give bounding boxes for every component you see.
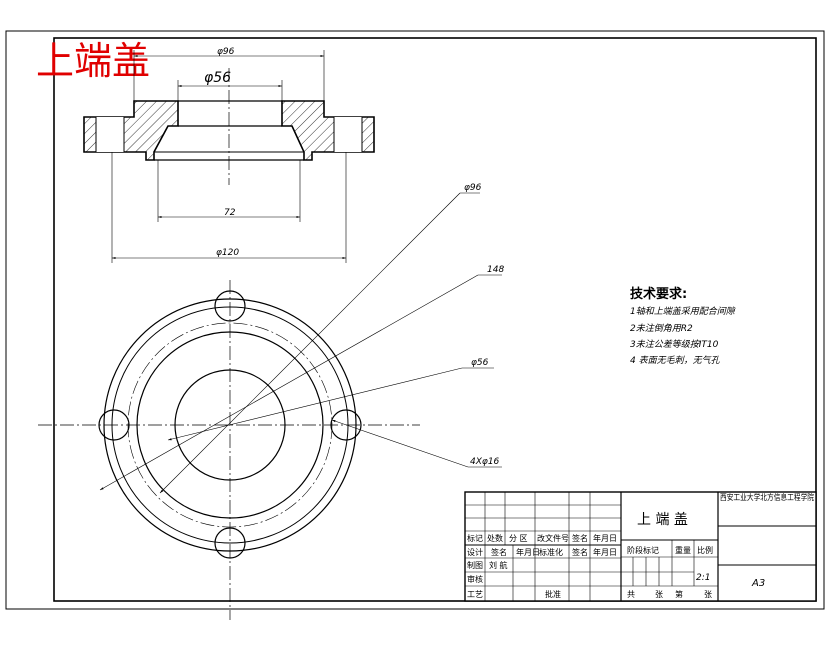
leader-phi56: φ56 xyxy=(471,358,489,368)
tb-design-header-3: 标准化 xyxy=(539,547,563,557)
tb-sheet-label-2: 张 xyxy=(655,590,663,599)
tb-change-header-3: 改文件号 xyxy=(537,533,569,543)
part-title: 上端盖 xyxy=(36,39,150,83)
tb-design-header-4: 签名 xyxy=(572,547,588,557)
tb-sheet-label-4: 张 xyxy=(704,590,712,599)
tb-approve-label: 批准 xyxy=(545,589,561,599)
leader-148: 148 xyxy=(487,265,504,275)
tb-design-header-5: 年月日 xyxy=(593,547,617,557)
tb-sheet-label-1: 共 xyxy=(627,590,635,599)
tb-row-label-1: 标记 xyxy=(467,533,483,543)
tech-item-4: 4 表面无毛刺，无气孔 xyxy=(630,355,721,366)
outer-border xyxy=(5,30,825,610)
tb-design-header-2: 年月日 xyxy=(516,547,540,557)
tb-part-name: 上 端 盖 xyxy=(637,512,688,528)
bolt-bore-right xyxy=(334,117,362,152)
plan-view: φ96 148 φ56 4Xφ16 xyxy=(38,183,504,620)
tb-row-label-4: 审核 xyxy=(467,574,483,584)
dim-phi56-top: φ56 xyxy=(204,70,231,86)
tb-organization: 西安工业大学北方信息工程学院 xyxy=(720,492,814,502)
tb-change-header-2: 分 区 xyxy=(509,534,528,543)
tb-stage-label: 阶段标记 xyxy=(627,545,659,555)
tb-scale-value: 2:1 xyxy=(696,573,710,583)
tb-row-label-3: 制图 xyxy=(467,560,483,570)
tech-heading: 技术要求: xyxy=(630,286,687,302)
tb-change-header-1: 处数 xyxy=(487,533,503,543)
leader-holes: 4Xφ16 xyxy=(470,457,500,467)
tb-row-label-2: 设计 xyxy=(467,547,483,557)
tb-change-header-5: 年月日 xyxy=(593,533,617,543)
title-block: 标记 设计 制图 审核 工艺 处数 分 区 改文件号 签名 年月日 签名 年月日… xyxy=(464,491,817,602)
leader-phi96: φ96 xyxy=(464,183,482,193)
bolt-bore-left xyxy=(96,117,124,152)
dim-phi96-top: φ96 xyxy=(217,47,235,57)
tech-item-2: 2未注倒角用R2 xyxy=(630,323,693,334)
tech-requirements: 技术要求: 1轴和上端盖采用配合间隙 2未注倒角用R2 3未注公差等级按IT10… xyxy=(630,286,736,366)
tb-scale-label: 比例 xyxy=(697,545,713,555)
tech-item-3: 3未注公差等级按IT10 xyxy=(630,339,719,350)
tech-item-1: 1轴和上端盖采用配合间隙 xyxy=(630,306,736,317)
tb-design-header-1: 签名 xyxy=(491,547,507,557)
tb-row-label-5: 工艺 xyxy=(467,590,483,599)
dim-phi120: φ120 xyxy=(216,248,239,258)
tb-sheet-size: A3 xyxy=(751,578,765,589)
tb-drafter: 刘 航 xyxy=(489,560,508,570)
section-view: φ96 φ56 72 φ120 xyxy=(83,47,375,263)
tb-sheet-label-3: 第 xyxy=(675,589,683,599)
dim-72: 72 xyxy=(224,208,236,218)
tb-change-header-4: 签名 xyxy=(572,533,588,543)
tb-weight-label: 重量 xyxy=(675,545,691,555)
inner-border xyxy=(53,37,817,602)
